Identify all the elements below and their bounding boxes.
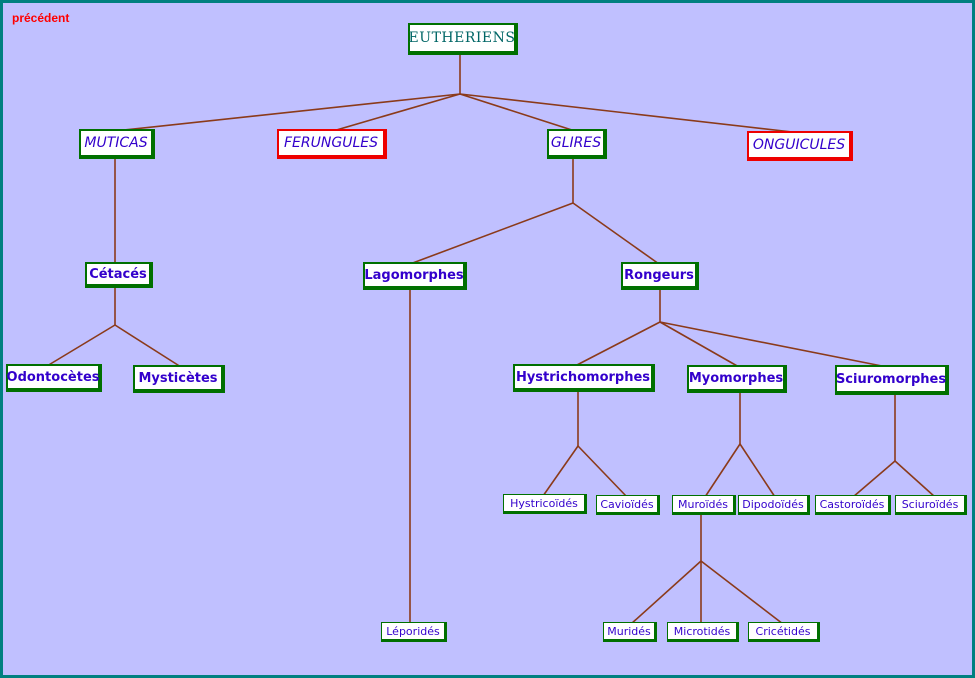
node-lagomorphes: Lagomorphes	[363, 262, 467, 290]
link-root-to-onguicules	[459, 93, 802, 134]
node-mysticetes: Mysticètes	[133, 365, 225, 393]
link-myo-to-dipo	[739, 443, 776, 498]
link-cetaces-to-mystic	[114, 324, 182, 368]
link-myo-to-muro	[704, 443, 741, 498]
node-odontocetes: Odontocètes	[6, 364, 102, 392]
link-sciuro-to-sciuroi	[894, 460, 936, 498]
node-castoroides: Castoroïdés	[815, 495, 891, 515]
previous-link[interactable]: précédent	[12, 11, 70, 25]
node-leporides: Léporidés	[381, 622, 447, 642]
node-myomorphes: Myomorphes	[687, 365, 787, 393]
node-sciuroides: Sciuroïdés	[895, 495, 967, 515]
node-muroides: Muroïdés	[672, 495, 736, 515]
node-cetaces: Cétacés	[85, 262, 153, 288]
link-hystri-to-hys	[542, 445, 579, 497]
link-glires-to-lago	[409, 202, 574, 265]
node-ferungules: FERUNGULES	[277, 129, 387, 159]
link-root-to-glires	[459, 93, 576, 132]
link-muro-to-crice	[700, 560, 784, 625]
node-muticas: MUTICAS	[79, 129, 155, 159]
node-microtides: Microtidés	[667, 622, 739, 642]
link-hystri-to-cav	[577, 445, 628, 498]
node-onguicules: ONGUICULES	[747, 131, 853, 161]
tree-links	[46, 53, 936, 625]
node-hystrichomorphes: Hystrichomorphes	[513, 364, 655, 392]
node-cavioides: Cavioïdés	[596, 495, 660, 515]
node-murides: Muridés	[603, 622, 657, 642]
link-root-to-ferungules	[332, 93, 461, 132]
node-rongeurs: Rongeurs	[621, 262, 699, 290]
link-rong-to-sciuro	[659, 321, 888, 368]
link-glires-to-rong	[572, 202, 660, 265]
link-rong-to-hystri	[574, 321, 661, 367]
node-eutheriens: EUTHERIENS	[408, 23, 518, 55]
link-rong-to-myo	[659, 321, 740, 368]
link-root-to-muticas	[114, 93, 461, 132]
node-cricetides: Cricétidés	[748, 622, 820, 642]
link-muro-to-murides	[630, 560, 702, 625]
node-sciuromorphes: Sciuromorphes	[835, 365, 949, 395]
node-dipodoides: Dipodoïdés	[738, 495, 810, 515]
node-hystricoides: Hystricoïdés	[503, 494, 587, 514]
node-glires: GLIRES	[547, 129, 607, 159]
link-cetaces-to-odonto	[46, 324, 116, 367]
link-sciuro-to-castor	[852, 460, 896, 498]
